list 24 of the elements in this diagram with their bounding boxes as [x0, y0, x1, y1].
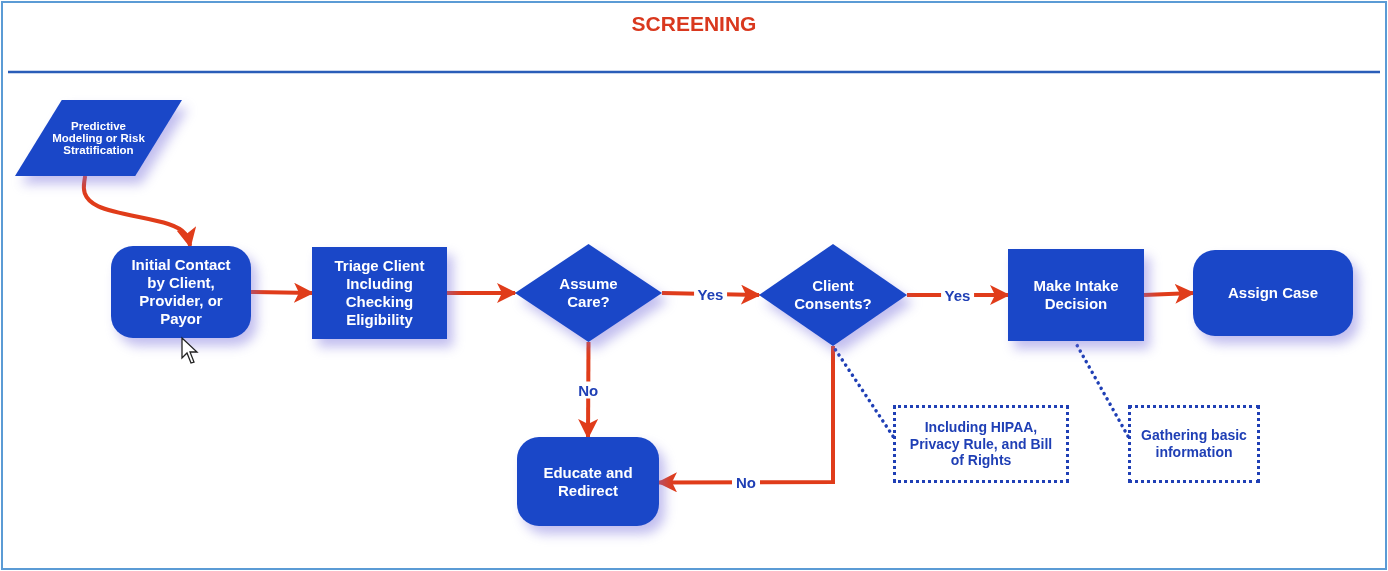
title: SCREENING — [631, 12, 757, 36]
dotted-note-box — [1128, 405, 1260, 483]
arrow — [81, 175, 197, 248]
process-box — [1008, 249, 1144, 341]
node-label: Initial Contact by Client, Provider, or Payor — [130, 256, 232, 328]
arrow — [657, 346, 835, 493]
arrow — [578, 342, 599, 439]
node-label: Make Intake Decision — [1032, 277, 1120, 313]
rounded-process-box — [111, 246, 251, 338]
arrow — [1143, 283, 1195, 304]
rounded-process-box — [1193, 250, 1353, 336]
node-label: Client Consents? — [793, 277, 873, 313]
arrow — [250, 282, 314, 303]
node-label: Assign Case — [1227, 284, 1318, 302]
node-label: Including HIPAA, Privacy Rule, and Bill of Rights — [908, 418, 1054, 470]
node-label: Assume Care? — [558, 275, 619, 311]
node-label: Predictive Modeling or Risk Stratification — [51, 119, 146, 157]
dotted-note-box — [893, 405, 1069, 483]
node-label: Educate and Redirect — [542, 463, 634, 500]
process-box — [312, 247, 447, 339]
node-label: Triage Client Including Checking Eligibility — [333, 257, 426, 329]
rounded-process-box — [517, 437, 659, 526]
node-label: Gathering basic information — [1140, 427, 1248, 461]
arrow — [447, 283, 517, 303]
